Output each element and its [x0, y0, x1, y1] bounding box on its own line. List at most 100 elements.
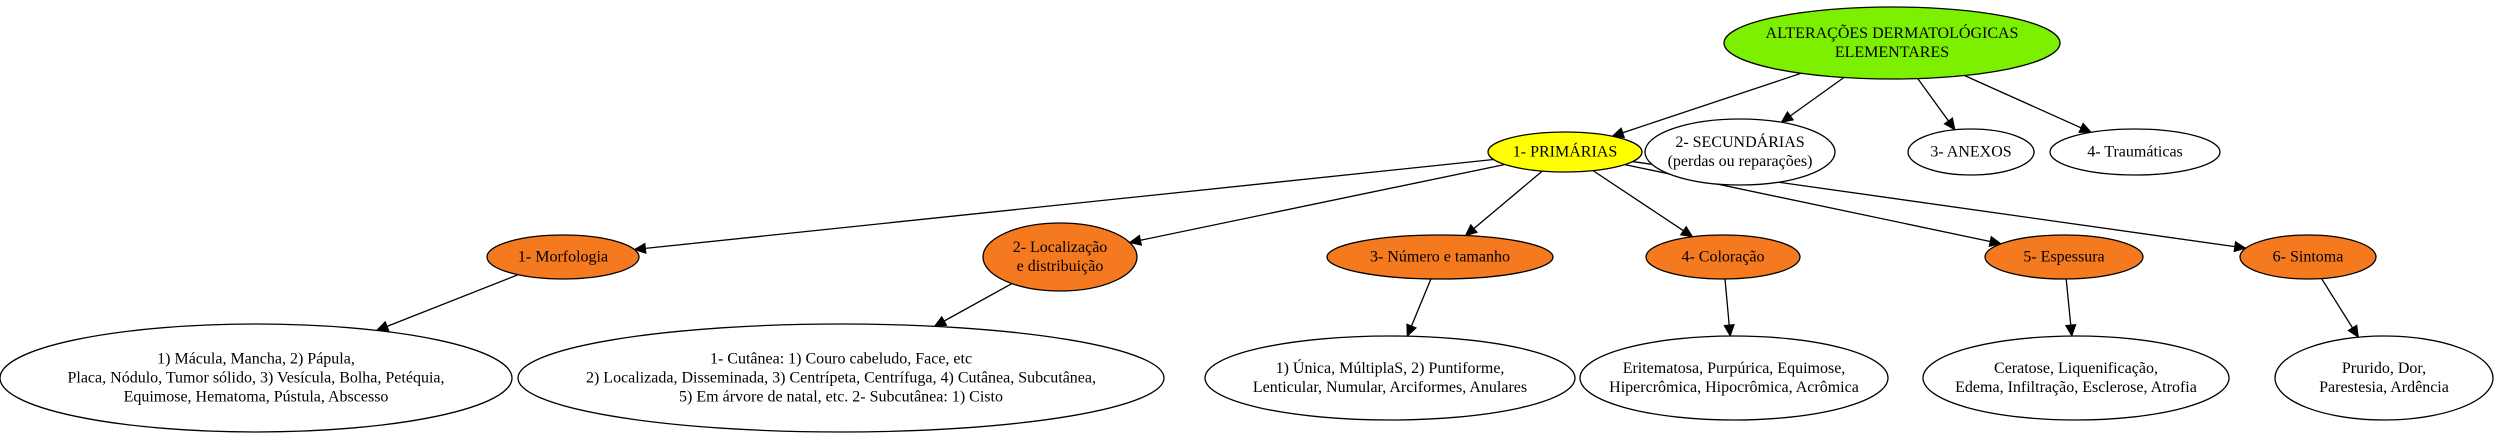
node-ellipse [1579, 335, 1889, 421]
node-primarias: 1- PRIMÁRIAS [1487, 131, 1643, 173]
node-label-line: 4- Coloração [1681, 249, 1764, 266]
diagram-edges [375, 72, 2360, 339]
node-label-line: 2- Localização [1013, 239, 1108, 256]
edge-primarias-to-localizacao [1128, 163, 1506, 246]
node-ellipse [517, 323, 1165, 433]
arrowhead [2064, 324, 2077, 338]
node-label-line: 1- Cutânea: 1) Couro cabeludo, Face, etc [710, 351, 972, 368]
edge-line [386, 274, 519, 327]
node-label-line: 4- Traumáticas [2087, 144, 2183, 161]
arrowhead [1780, 110, 1795, 124]
edge-root-to-traumaticas [1964, 74, 2093, 133]
node-label-line: (perdas ou reparações) [1668, 153, 1813, 170]
edge-numero-to-numero-detail [1406, 278, 1432, 338]
node-label-line: 6- Sintoma [2273, 249, 2344, 266]
edge-line [1917, 78, 1949, 122]
node-label-line: Prurido, Dor, [2342, 360, 2426, 377]
node-label-line: 3- Número e tamanho [1370, 249, 1510, 266]
node-morfologia: 1- Morfologia [486, 234, 640, 280]
node-label-line: Equimose, Hematoma, Pústula, Abscesso [124, 389, 389, 406]
node-ellipse [1326, 234, 1554, 280]
node-label-line: ELEMENTARES [1835, 44, 1949, 61]
node-localizacao-detail: 1- Cutânea: 1) Couro cabeludo, Face, etc… [517, 323, 1165, 433]
node-label-line: Eritematosa, Purpúrica, Equimose, [1623, 360, 1846, 377]
node-label-line: 2- SECUNDÁRIAS [1675, 132, 1804, 151]
arrowhead [1406, 323, 1418, 338]
node-label-line: Parestesia, Ardência [2319, 379, 2449, 396]
node-label-line: Lenticular, Numular, Arciformes, Anulare… [1253, 379, 1527, 396]
arrowhead [1679, 225, 1694, 238]
arrowhead [1128, 234, 1143, 246]
node-label-line: Placa, Nódulo, Tumor sólido, 3) Vesícula… [67, 370, 444, 387]
node-sintoma: 6- Sintoma [2239, 234, 2377, 280]
node-label-line: 1) Mácula, Mancha, 2) Pápula, [157, 351, 355, 368]
edge-primarias-to-morfologia [633, 158, 1494, 255]
node-ellipse [0, 323, 513, 433]
node-secundarias: 2- SECUNDÁRIAS (perdas ou reparações) [1644, 118, 1836, 186]
edge-line [1789, 76, 1845, 117]
edge-root-to-secundarias [1780, 76, 1845, 124]
node-numero: 3- Número e tamanho [1326, 234, 1554, 280]
node-ellipse [486, 234, 640, 280]
node-label-line: 1- PRIMÁRIAS [1513, 142, 1617, 161]
arrowhead [1723, 324, 1735, 338]
edge-line [1140, 163, 1506, 241]
node-ellipse [1984, 234, 2144, 280]
node-numero-detail: 1) Única, MúltiplaS, 2) Puntiforme, Lenti… [1204, 335, 1576, 421]
arrowhead [633, 242, 647, 255]
node-label-line: 1) Única, MúltiplaS, 2) Puntiforme, [1276, 358, 1505, 377]
arrowhead [1611, 127, 1626, 139]
node-ellipse [1487, 131, 1643, 173]
node-ellipse [2049, 128, 2221, 176]
node-ellipse [1922, 335, 2230, 421]
node-anexos: 3- ANEXOS [1907, 128, 2035, 176]
arrowhead [1943, 117, 1956, 131]
node-ellipse [2239, 234, 2377, 280]
node-label-line: 2) Localizada, Disseminada, 3) Centrípet… [586, 370, 1096, 387]
edge-line [1724, 278, 1730, 326]
node-sintoma-detail: Prurido, Dor, Parestesia, Ardência [2274, 335, 2494, 421]
node-label-line: Hipercrômica, Hipocrômica, Acrômica [1609, 379, 1859, 396]
arrowhead [933, 315, 948, 327]
node-label-line: ALTERAÇÕES DERMATOLÓGICAS [1766, 23, 2019, 42]
diagram-nodes: ALTERAÇÕES DERMATOLÓGICAS ELEMENTARES 1- P… [0, 6, 2494, 433]
arrowhead [1464, 223, 1479, 237]
node-espessura-detail: Ceratose, Liquenificação, Edema, Infiltra… [1922, 335, 2230, 421]
arrowhead [2347, 324, 2360, 339]
node-traumaticas: 4- Traumáticas [2049, 128, 2221, 176]
edge-line [645, 158, 1494, 250]
node-ellipse [1204, 335, 1576, 421]
node-ellipse [982, 222, 1138, 292]
edge-line [1410, 278, 1432, 327]
node-label-line: e distribuição [1017, 258, 1104, 275]
edge-localizacao-to-localizacao-detail [933, 282, 1013, 327]
edge-morfologia-to-morfologia-detail [375, 274, 519, 332]
node-label-line: 5- Espessura [2023, 249, 2104, 266]
node-ellipse [1907, 128, 2035, 176]
node-localizacao: 2- Localização e distribuição [982, 222, 1138, 292]
arrowhead [2233, 240, 2247, 253]
node-label-line: Ceratose, Liquenificação, [1994, 360, 2158, 377]
node-coloracao: 4- Coloração [1645, 234, 1801, 280]
edge-espessura-to-espessura-detail [2064, 278, 2077, 338]
edge-line [1592, 170, 1684, 232]
node-ellipse [2274, 335, 2494, 421]
edge-sintoma-to-sintoma-detail [2320, 278, 2360, 339]
edge-line [2320, 278, 2354, 329]
edge-line [943, 282, 1013, 322]
edge-coloracao-to-coloracao-detail [1723, 278, 1735, 338]
node-espessura: 5- Espessura [1984, 234, 2144, 280]
node-ellipse [1644, 118, 1836, 186]
node-ellipse [1723, 6, 2061, 80]
edge-line [1622, 72, 1802, 134]
arrowhead [2078, 122, 2093, 133]
node-root: ALTERAÇÕES DERMATOLÓGICAS ELEMENTARES [1723, 6, 2061, 80]
node-label-line: 1- Morfologia [518, 249, 608, 266]
edge-primarias-to-coloracao [1592, 170, 1694, 238]
arrowhead [1988, 235, 2003, 248]
edge-line [1964, 74, 2082, 129]
node-label-line: Edema, Infiltração, Esclerose, Atrofia [1955, 379, 2197, 396]
node-ellipse [1645, 234, 1801, 280]
edge-root-to-primarias [1611, 72, 1802, 139]
